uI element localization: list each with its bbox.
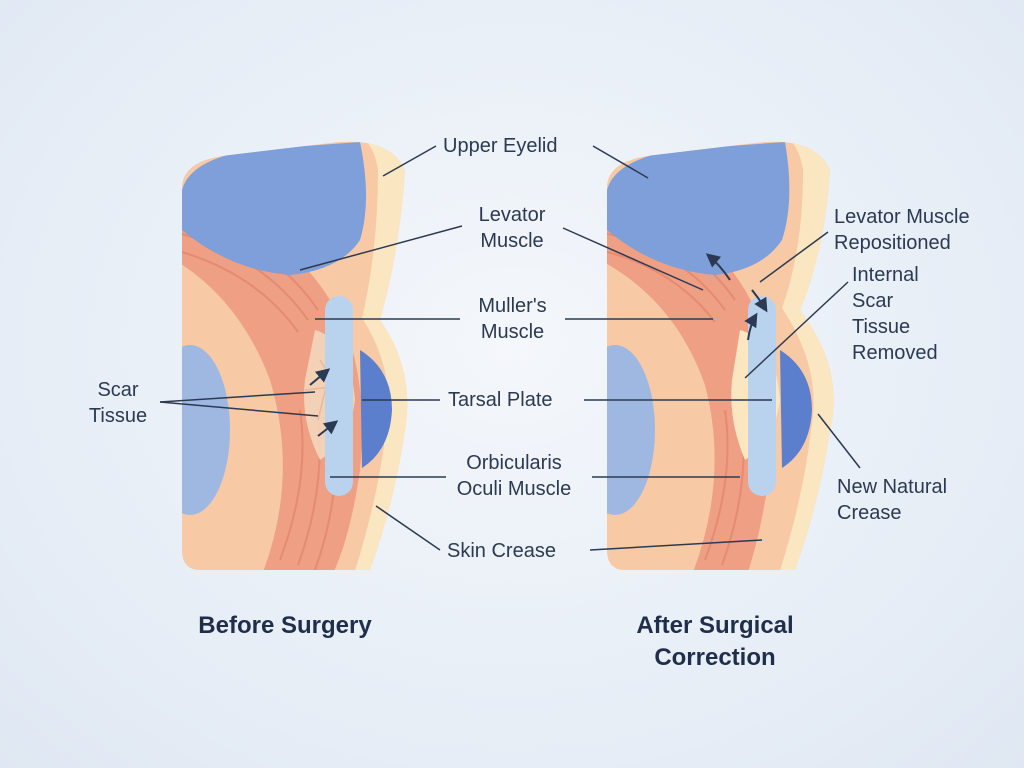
- eyeball: [182, 345, 230, 515]
- skin-layer: [777, 141, 834, 570]
- tarsal-plate-blue: [780, 350, 812, 468]
- label-upper-eyelid: Upper Eyelid: [443, 135, 558, 157]
- label-scar-tissue: Scar Tissue: [88, 379, 148, 427]
- label-tarsal-plate: Tarsal Plate: [448, 389, 553, 411]
- label-levator-muscle: Levator Muscle: [478, 204, 546, 252]
- levator-muscle-band: [607, 195, 775, 570]
- upper-orbital-fat: [607, 142, 790, 275]
- mullers-muscle-strip: [748, 296, 776, 496]
- tarsal-plate-blue: [360, 350, 392, 468]
- label-new-natural-crease: New Natural Crease: [837, 476, 948, 524]
- mullers-muscle-strip: [325, 296, 353, 496]
- label-mullers-muscle: Muller's Muscle: [478, 295, 547, 343]
- before-surgery-cross-section: [182, 141, 408, 570]
- label-orbicularis-oculi: Orbicularis Oculi Muscle: [456, 452, 572, 500]
- after-surgery-cross-section: [607, 141, 834, 570]
- label-internal-scar-removed: Internal Scar Tissue Removed: [852, 264, 938, 364]
- levator-muscle-band: [182, 195, 362, 570]
- label-skin-crease: Skin Crease: [447, 540, 556, 562]
- caption-after-correction: After Surgical Correction: [636, 612, 794, 671]
- label-levator-repositioned: Levator Muscle Repositioned: [834, 206, 970, 254]
- caption-before-surgery: Before Surgery: [198, 612, 372, 639]
- upper-orbital-fat: [182, 142, 366, 275]
- leader-lines: [159, 145, 861, 551]
- eyeball: [607, 345, 655, 515]
